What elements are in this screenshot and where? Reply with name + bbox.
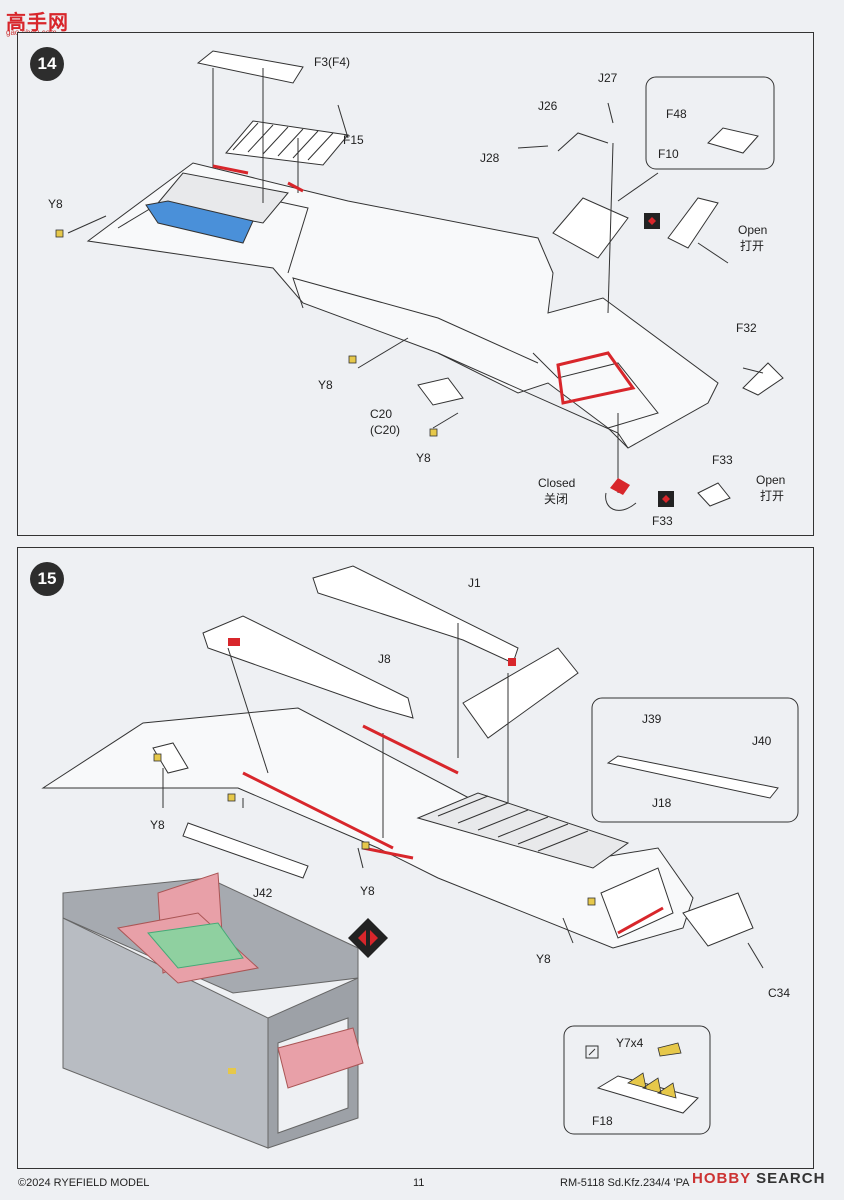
label-open: Open (756, 473, 786, 487)
label-y8: Y8 (536, 952, 551, 966)
step-14-panel: 14 (17, 32, 814, 536)
rotate-icon (348, 918, 388, 958)
label-j8: J8 (378, 652, 391, 666)
label-j18: J18 (652, 796, 672, 810)
step-number: 15 (30, 562, 64, 596)
label-closed-cn: 关闭 (544, 492, 569, 506)
label-j39: J39 (642, 712, 662, 726)
label-j1: J1 (468, 576, 481, 590)
hull-side-drawing (41, 565, 799, 1149)
label-y8: Y8 (318, 378, 333, 392)
copyright: ©2024 RYEFIELD MODEL (18, 1177, 150, 1189)
watermark: HOBBY SEARCH (692, 1170, 825, 1187)
label-f18: F18 (592, 1114, 613, 1128)
step-number: 14 (30, 47, 64, 81)
label-j40: J40 (752, 734, 772, 748)
label-j28: J28 (480, 151, 500, 165)
step-15-panel: 15 (17, 547, 814, 1169)
watermark-dark: SEARCH (756, 1170, 826, 1187)
site-logo: 高手网 gao-shou.com (6, 6, 76, 37)
label-y8: Y8 (150, 818, 165, 832)
glue-icon (585, 1045, 599, 1059)
label-open-cn: 打开 (760, 489, 785, 503)
label-f32: F32 (736, 321, 757, 335)
site-logo-text: 高手网 (6, 12, 69, 34)
label-f33: F33 (712, 453, 733, 467)
label-f15: F15 (343, 133, 364, 147)
label-y8: Y8 (48, 197, 63, 211)
label-y7x4: Y7x4 (616, 1036, 644, 1050)
label-j42: J42 (253, 886, 273, 900)
hull-render (62, 872, 364, 1149)
rotate-icon (658, 491, 674, 507)
label-j26: J26 (538, 99, 558, 113)
label-c20-alt: (C20) (370, 423, 401, 437)
label-y8: Y8 (360, 884, 375, 898)
rotate-icon (644, 213, 660, 229)
label-open-cn: 打开 (740, 239, 765, 253)
page-number: 11 (413, 1177, 425, 1189)
label-open: Open (738, 223, 768, 237)
model-name: RM-5118 Sd.Kfz.234/4 'PANZERSPÄHWAGEN' (560, 1177, 690, 1189)
label-f48: F48 (666, 107, 687, 121)
label-closed: Closed (538, 476, 576, 490)
label-f33: F33 (652, 514, 673, 528)
label-j27: J27 (598, 71, 618, 85)
blue-part (145, 200, 254, 244)
label-f3: F3(F4) (314, 55, 350, 69)
hull-deck-drawing (55, 50, 784, 511)
watermark-red: HOBBY (692, 1170, 751, 1187)
label-c20: C20 (370, 407, 393, 421)
label-f10: F10 (658, 147, 679, 161)
label-c34: C34 (768, 986, 791, 1000)
label-y8: Y8 (416, 451, 431, 465)
